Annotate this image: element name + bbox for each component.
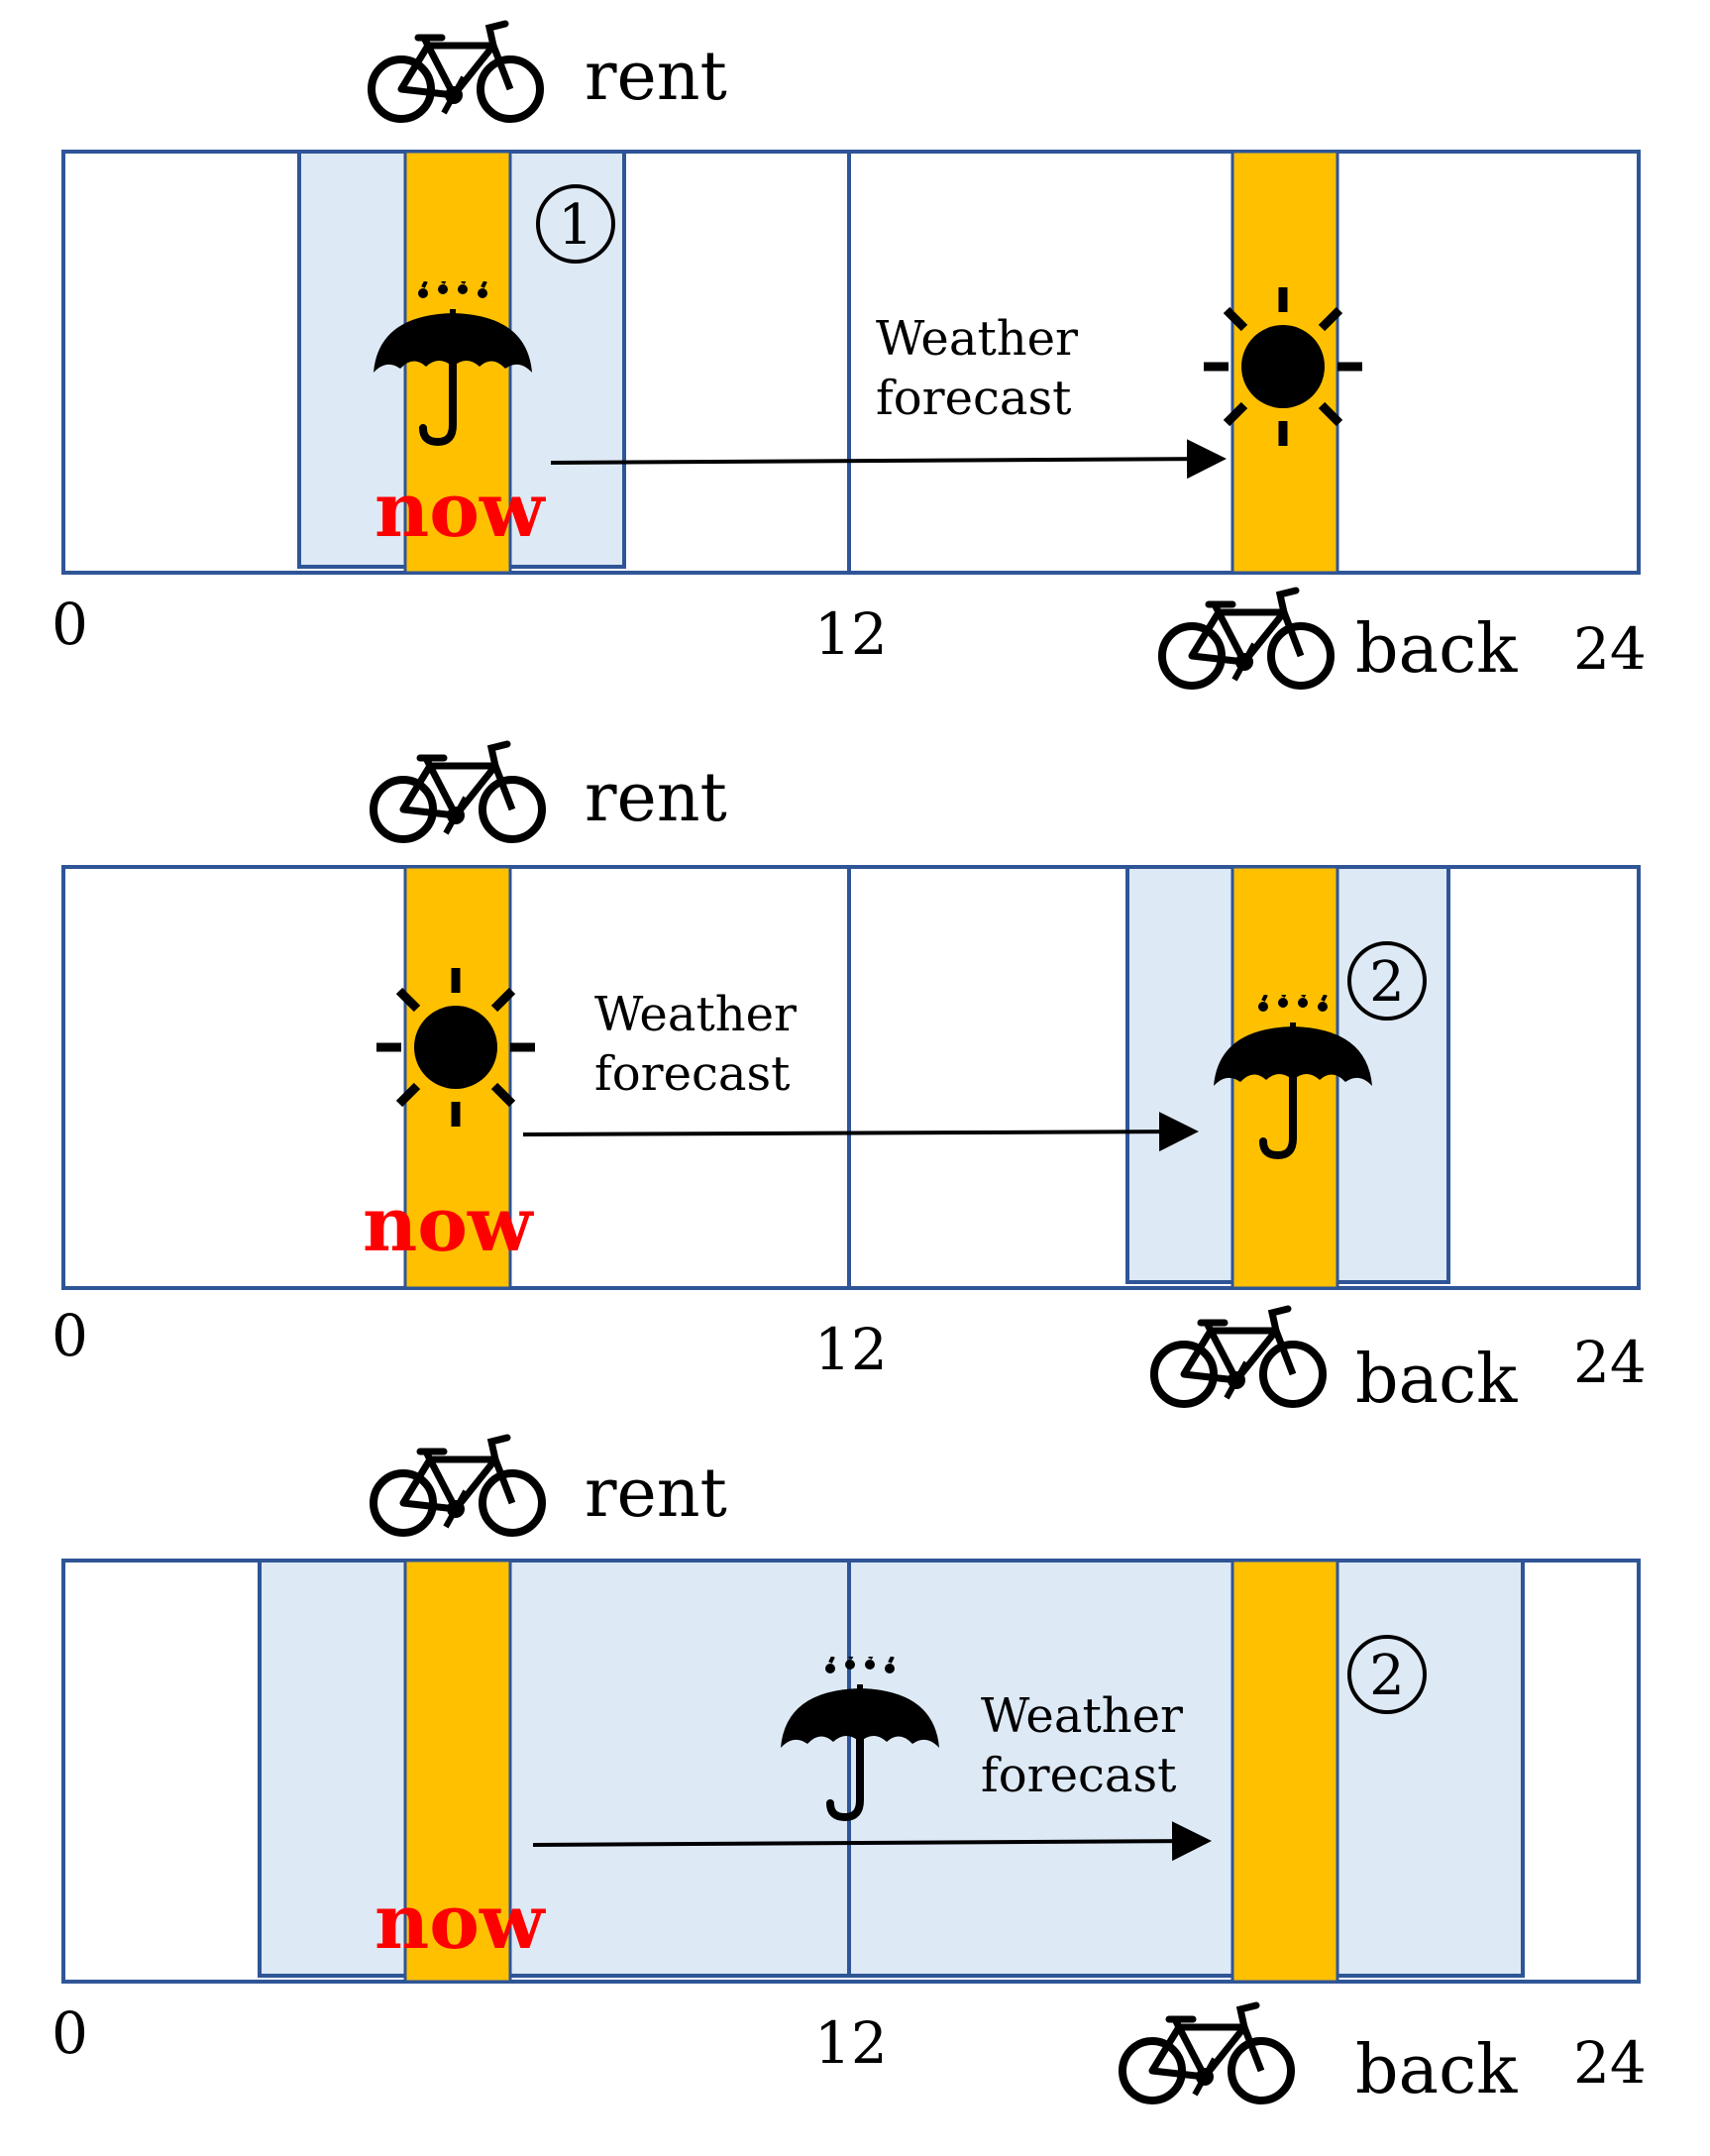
badge-number: 2 bbox=[1369, 950, 1405, 1015]
rent-label: rent bbox=[585, 759, 727, 837]
bicycle-icon bbox=[374, 744, 542, 839]
tick-24: 24 bbox=[1573, 615, 1647, 683]
bicycle-icon bbox=[372, 24, 540, 119]
forecast-arrow bbox=[532, 1821, 1212, 1862]
sun-icon bbox=[376, 968, 535, 1127]
panel-2: rent 2 Weather forecast now 0 12 back 24 bbox=[52, 744, 1647, 1419]
forecast-arrow bbox=[522, 1112, 1199, 1152]
bicycle-icon bbox=[1122, 2005, 1291, 2101]
badge-number: 2 bbox=[1369, 1644, 1405, 1708]
tick-0: 0 bbox=[52, 1999, 88, 2067]
back-label: back bbox=[1355, 1341, 1518, 1419]
forecast-arrow bbox=[550, 439, 1227, 480]
panel-3: rent 2 Weather forecast now 0 12 back 24 bbox=[52, 1438, 1647, 2109]
forecast-label-line2: forecast bbox=[594, 1046, 790, 1102]
tick-12: 12 bbox=[814, 600, 888, 668]
circled-number-badge bbox=[536, 184, 615, 264]
tick-0: 0 bbox=[52, 1302, 88, 1369]
sun-icon bbox=[1204, 287, 1362, 446]
forecast-label-line2: forecast bbox=[981, 1748, 1176, 1803]
back-label: back bbox=[1355, 2031, 1518, 2109]
now-label: now bbox=[374, 466, 546, 554]
back-label: back bbox=[1355, 610, 1518, 689]
bicycle-icon bbox=[374, 1438, 542, 1533]
circled-number-badge bbox=[1347, 941, 1427, 1021]
forecast-label-line1: Weather bbox=[594, 987, 797, 1042]
tick-12: 12 bbox=[814, 1316, 888, 1383]
forecast-label-line1: Weather bbox=[876, 311, 1078, 367]
forecast-label-line2: forecast bbox=[876, 371, 1071, 426]
rent-label: rent bbox=[585, 38, 727, 116]
circled-number-badge bbox=[1347, 1635, 1427, 1714]
bicycle-icon bbox=[1154, 1309, 1323, 1404]
forecast-label-line1: Weather bbox=[981, 1688, 1183, 1744]
panel-1: rent 1 Weather forecast now 0 12 back 24 bbox=[52, 24, 1647, 689]
return-slot bbox=[1230, 1559, 1339, 1984]
bicycle-icon bbox=[1162, 591, 1331, 686]
now-slot bbox=[403, 1559, 512, 1984]
tick-24: 24 bbox=[1573, 2029, 1647, 2097]
now-label: now bbox=[363, 1180, 534, 1268]
badge-number: 1 bbox=[558, 193, 593, 258]
rent-label: rent bbox=[585, 1455, 727, 1533]
tick-0: 0 bbox=[52, 591, 88, 658]
tick-12: 12 bbox=[814, 2009, 888, 2077]
now-label: now bbox=[374, 1878, 546, 1966]
tick-24: 24 bbox=[1573, 1329, 1647, 1396]
